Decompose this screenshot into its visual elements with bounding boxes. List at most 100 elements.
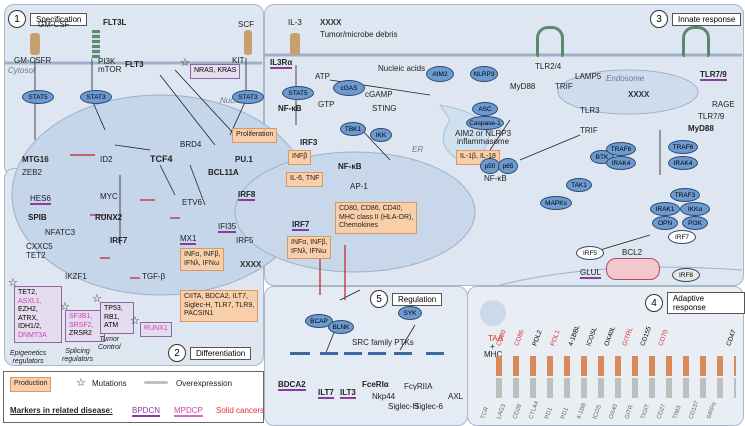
taa-label: TAA (488, 334, 503, 343)
regulation-number: 5 (370, 290, 388, 308)
irf5-label: IRF5 (236, 236, 254, 245)
il6tnf-box: IL-6, TNF (286, 172, 324, 187)
irf7b-node: IRF7 (668, 230, 696, 244)
splicing-box: SF3B1, SRSF2, ZRSR2 (65, 310, 105, 342)
tumor-gene-tp53: TP53, (104, 305, 123, 312)
flt3l-label: FLT3L (103, 18, 127, 27)
receptor-label-3: CTLA4 (528, 400, 541, 420)
receptor-bdca2-label: BDCA2 (278, 380, 306, 391)
tlr79b-label: TLR7/9 (698, 112, 725, 121)
src-ptks-label: SRC family PTKs (352, 338, 414, 347)
syk-node: SYK (398, 306, 422, 320)
diff-interferons-box: INFα, INFβ, IFNλ, IFNω (180, 248, 225, 271)
receptor-label-14: SIRPα (706, 401, 718, 420)
specification-title: Specification (30, 12, 88, 26)
receptor-icon-2 (320, 352, 338, 373)
irf5-node: IRF5 (576, 246, 604, 260)
receptor-ilt7-label: ILT7 (318, 388, 334, 399)
runx2-label: RUNX2 (95, 213, 123, 222)
regulation-title: Regulation (392, 292, 443, 306)
traf6b-node: TRAF6 (668, 140, 698, 154)
legend-star-icon: ☆ (76, 377, 86, 389)
irf8-label: IRF8 (238, 190, 256, 201)
innate-title: Innate response (672, 12, 742, 26)
receptor-axl-label: AXL (448, 392, 464, 401)
receptor-label-7: ICOS (592, 404, 604, 420)
irf7-innate-label: IRF7 (292, 220, 310, 231)
kit-label: KIT (232, 56, 245, 65)
epi-gene-tet2: TET2, (18, 289, 38, 296)
stat5-node: STAT5 (22, 90, 54, 104)
bcl11a-label: BCL11A (208, 168, 239, 177)
legend-box: Production ☆ Mutations Overexpression Ma… (3, 371, 264, 423)
epi-gene-dnmt3a: DNMT3A (18, 331, 47, 339)
mitochondrion-icon (606, 258, 660, 280)
nucleic-acids-label: Nucleic acids (378, 64, 426, 73)
infb-box: INFβ (288, 150, 312, 165)
legend-bpdcn: BPDCN (132, 406, 161, 417)
epigenetics-box: TET2, ASXL1, EZH2, ATRX, IDH1/2, DNMT3A (14, 286, 62, 343)
aim2-node: AIM2 (426, 66, 454, 82)
inflammasome-label: AIM2 or NLRP3 inflammasome (455, 129, 512, 146)
tbk1-node: TBK1 (340, 122, 366, 136)
receptor-ilt3-label: ILT3 (340, 388, 356, 399)
tumor-control-box: TP53, RB1, ATM (100, 302, 134, 334)
receptor-fceria-label: FceRIα (362, 380, 389, 389)
il3-label: IL-3 (288, 18, 302, 27)
gmcsfr-receptor-icon (30, 33, 40, 55)
epi-gene-idh: IDH1/2, (18, 323, 42, 330)
tumor-gene-atm: ATM (104, 322, 119, 329)
nfkb3-label: NF-κB (484, 174, 507, 183)
irf8-node: IRF8 (672, 268, 700, 282)
star-icon-tumor: ☆ (92, 293, 102, 305)
receptor-icon-3 (344, 352, 362, 373)
receptor-label-9: GITR (624, 404, 635, 420)
atp-label: ATP (315, 72, 330, 81)
epi-gene-asxl1: ASXL1, (18, 297, 42, 305)
epi-gene-atrx: ATRX, (18, 314, 39, 322)
traf6-node: TRAF6 (606, 142, 636, 156)
irak4-node: IRAK4 (606, 156, 636, 170)
irak4b-node: IRAK4 (668, 156, 698, 170)
receptor-icon-5 (394, 352, 412, 373)
sting-label: STING (372, 104, 397, 113)
pi3k-node: PI3K (682, 216, 708, 230)
receptor-label-2: CD28 (512, 403, 524, 420)
hes6-label: HES6 (30, 194, 51, 205)
regulation-panel (264, 286, 468, 426)
traf3-node: TRAF3 (670, 188, 700, 202)
irak1-node: IRAK1 (650, 202, 680, 216)
adaptive-receptor-labels: TCR LAG3 CD28 CTLA4 PD1 PD1 4-1BB ICOS O… (480, 400, 742, 424)
tak1-node: TAK1 (566, 178, 592, 192)
spib-label: SPIB (28, 213, 47, 222)
myd88b-label: MyD88 (688, 124, 714, 133)
receptor-siglech-label: Siglec-H (388, 402, 419, 411)
opn-node: OPN (652, 216, 678, 230)
receptor-icon-6 (426, 352, 444, 373)
myd88-label: MyD88 (510, 82, 536, 91)
star-icon-runx1: ☆ (130, 315, 140, 327)
specification-number: 1 (8, 10, 26, 28)
star-icon-nras: ☆ (180, 57, 190, 69)
pu1-label: PU.1 (235, 155, 253, 164)
legend-overexpression-swatch (144, 381, 168, 384)
adaptive-stem-bar (496, 378, 736, 398)
stat3-node: STAT3 (80, 90, 112, 104)
gmcsf-label: GM-CSF (38, 20, 70, 29)
diff-cytokine-box: CIITA, BDCA2, ILT7, Siglec-H, TLR7, TLR9… (180, 290, 259, 322)
splice-gene-zrsr2: ZRSR2 (69, 330, 92, 337)
epigenetics-label: Epigenetics regulators (10, 350, 47, 365)
adaptive-title: Adaptive response (666, 292, 745, 314)
mtg16-label: MTG16 (22, 155, 49, 164)
er-label: ER (412, 145, 424, 154)
splice-gene-sf3b1: SF3B1, (69, 313, 93, 320)
trif-label: TRIF (555, 82, 573, 91)
receptor-siglec6-label: Siglec-6 (414, 402, 443, 411)
trif2-label: TRIF (580, 126, 598, 135)
flt3-receptor-icon (92, 30, 100, 60)
proliferation-box: Proliferation (232, 128, 278, 143)
ifi35-label: IFI35 (218, 222, 237, 233)
tlr24-label: TLR2/4 (535, 62, 562, 71)
specification-header: 1 Specification (8, 10, 88, 28)
receptor-label-4: PD1 (544, 406, 554, 420)
